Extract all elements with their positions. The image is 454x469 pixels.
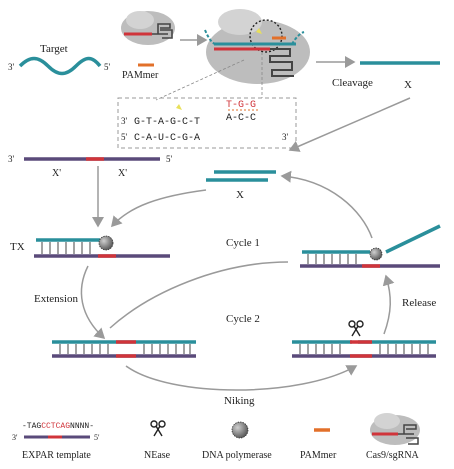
arrow-release-to-x bbox=[280, 170, 373, 239]
legend-pammer: PAMmer bbox=[300, 428, 337, 461]
pammer-label: PAMmer bbox=[122, 70, 159, 81]
tx-label: TX bbox=[10, 241, 25, 253]
extended-duplex bbox=[52, 340, 196, 358]
legend-scissors-icon bbox=[150, 420, 166, 437]
zoom-cut-marker bbox=[176, 104, 182, 110]
legend-cas9: Cas9/sgRNA bbox=[366, 413, 420, 461]
legend-expar: -TAGCCTCAGNNNN- 3' 5' EXPAR template bbox=[12, 422, 100, 461]
cycle2-label: Cycle 2 bbox=[226, 313, 260, 325]
cycle1-label: Cycle 1 bbox=[226, 237, 260, 249]
extension-label: Extension bbox=[34, 293, 78, 305]
legend-nease: NEase bbox=[144, 420, 171, 461]
arrow-x-to-tx bbox=[110, 189, 207, 228]
cycle-x-label: X bbox=[236, 189, 244, 201]
zoom-top-3prime: 3' bbox=[121, 116, 128, 126]
arrow-release bbox=[382, 274, 395, 335]
target-end-5: 5' bbox=[104, 62, 111, 72]
zoom-top-seq: G-T-A-G-C-T bbox=[134, 117, 200, 128]
zoom-top-tail: A-C-C bbox=[226, 113, 256, 124]
release-polymerase-icon bbox=[369, 247, 383, 261]
zoom-guide-left bbox=[155, 59, 245, 101]
cas9-complex-small bbox=[121, 11, 175, 45]
nicked-duplex bbox=[292, 320, 436, 358]
legend-polymerase-icon bbox=[231, 421, 249, 439]
template-end-3: 3' bbox=[8, 154, 15, 164]
zoom-bottom-5prime: 5' bbox=[121, 132, 128, 142]
legend-cas9-label: Cas9/sgRNA bbox=[366, 450, 420, 461]
target-label: Target bbox=[40, 43, 68, 55]
legend-expar-label: EXPAR template bbox=[22, 450, 91, 461]
legend-expar-seq: -TAGCCTCAGNNNN- bbox=[22, 422, 94, 431]
cleavage-label: Cleavage bbox=[332, 77, 373, 89]
template-end-5: 5' bbox=[166, 154, 173, 164]
niking-label: Niking bbox=[224, 395, 255, 407]
polymerase-icon bbox=[98, 235, 114, 251]
legend-pammer-label: PAMmer bbox=[300, 450, 337, 461]
arrow-extension bbox=[80, 265, 106, 340]
scissors-icon bbox=[348, 320, 364, 337]
cas9-target-complex bbox=[204, 9, 310, 84]
target-dna: Target 3' 5' bbox=[8, 43, 111, 76]
arrow-niking bbox=[125, 365, 358, 391]
release-complex bbox=[300, 224, 441, 268]
release-label: Release bbox=[402, 297, 436, 309]
arrow-to-template bbox=[288, 97, 411, 152]
legend-expar-end5: 5' bbox=[94, 433, 100, 442]
product-x-duplex: X bbox=[206, 170, 276, 201]
tx-complex: TX bbox=[10, 235, 170, 258]
legend-nease-label: NEase bbox=[144, 450, 171, 461]
cut-site-marker bbox=[256, 28, 262, 34]
sequence-zoom-box: 3' G-T-A-G-C-T A-C-C T-G-G 5' C-A-U-C-G-… bbox=[117, 97, 297, 149]
arrow-cycle-back bbox=[109, 261, 289, 329]
template-left-label: X' bbox=[52, 168, 61, 179]
legend-polymerase: DNA polymerase bbox=[202, 421, 272, 461]
legend-expar-end3: 3' bbox=[12, 433, 18, 442]
zoom-bottom-seq: C-A-U-C-G-A bbox=[134, 133, 200, 144]
zoom-pam-seq: T-G-G bbox=[226, 100, 256, 111]
zoom-bottom-3prime: 3' bbox=[282, 132, 289, 142]
legend-polymerase-label: DNA polymerase bbox=[202, 450, 272, 461]
template-right-label: X' bbox=[118, 168, 127, 179]
target-end-3: 3' bbox=[8, 62, 15, 72]
expar-template-strand: 3' 5' X' X' bbox=[8, 154, 173, 179]
product-x-label: X bbox=[404, 79, 412, 91]
